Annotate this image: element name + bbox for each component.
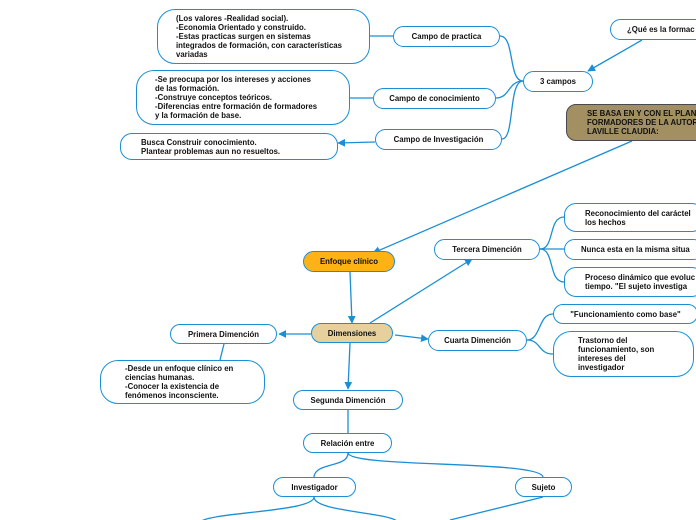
cuarta-dimension-node[interactable]: Cuarta Dimención: [428, 330, 527, 351]
sujeto-node[interactable]: Sujeto: [515, 477, 572, 497]
edge-quees-to-3campos: [587, 39, 643, 72]
primera-dimension-description: -Desde un enfoque clínico en ciencias hu…: [100, 360, 265, 404]
campo-investigacion-description: Busca Construir conocimiento. Plantear p…: [120, 133, 338, 160]
edge-cuarta-to-trastorno: [526, 339, 554, 355]
segunda-dimension-node[interactable]: Segunda Dimención: [293, 390, 403, 410]
edge-dimensiones-to-tercera: [369, 258, 473, 324]
edge-tercera-to-reconocimiento: [539, 216, 565, 250]
tres-campos-node[interactable]: 3 campos: [523, 71, 593, 92]
edge-relacion-to-sujeto: [347, 452, 544, 478]
edge-dimensiones-to-cuarta: [394, 334, 429, 343]
enfoque-clinico-node[interactable]: Enfoque clínico: [303, 251, 395, 272]
campo-practica-description: (Los valores -Realidad social). -Economi…: [157, 9, 370, 64]
trastorno-node[interactable]: Trastorno del funcionamiento, son intere…: [553, 331, 694, 377]
edge-cuarta-to-funcionamiento: [526, 313, 554, 341]
se-basa-root-node[interactable]: SE BASA EN Y CON EL PLAN FORMADORES DE L…: [566, 104, 696, 141]
relacion-entre-node[interactable]: Relación entre: [303, 433, 392, 453]
edge-sebasa-to-enfoque: [372, 140, 633, 254]
funcionamiento-como-base-node[interactable]: "Funcionamiento como base": [553, 304, 696, 324]
reconocimiento-node[interactable]: Reconocimiento del caráctel los hechos: [564, 203, 696, 232]
edge-relacion-to-investigador: [313, 452, 349, 478]
edge-dimensiones-to-segunda: [344, 342, 353, 390]
dimensiones-node[interactable]: Dimensiones: [311, 323, 393, 343]
primera-dimension-node[interactable]: Primera Dimención: [170, 324, 277, 344]
campo-de-investigacion-node[interactable]: Campo de Investigación: [375, 129, 502, 150]
campo-conocimiento-description: -Se preocupa por los intereses y accione…: [136, 70, 350, 125]
proceso-dinamico-node[interactable]: Proceso dinámico que evoluc tiempo. "El …: [564, 267, 696, 297]
edge-sujeto-down: [449, 496, 544, 520]
que-es-la-formacion-node[interactable]: ¿Qué es la formac: [610, 19, 696, 40]
nunca-esta-node[interactable]: Nunca esta en la misma situa: [564, 239, 696, 260]
edge-investigador-down-right: [313, 496, 397, 520]
edge-primera-to-desc: [219, 343, 225, 361]
edge-enfoque-to-dimensiones: [347, 271, 356, 324]
campo-de-practica-node[interactable]: Campo de practica: [393, 26, 500, 47]
campo-de-conocimiento-node[interactable]: Campo de conocimiento: [373, 88, 496, 109]
investigador-node[interactable]: Investigador: [273, 477, 356, 497]
edge-3campos-to-practica: [499, 35, 524, 82]
edge-investigador-down-left: [202, 496, 315, 520]
edge-investigacion-to-desc: [337, 138, 376, 147]
tercera-dimension-node[interactable]: Tercera Dimención: [434, 239, 540, 260]
edge-3campos-to-investigacion: [501, 80, 524, 140]
edge-tercera-to-proceso: [539, 248, 565, 283]
